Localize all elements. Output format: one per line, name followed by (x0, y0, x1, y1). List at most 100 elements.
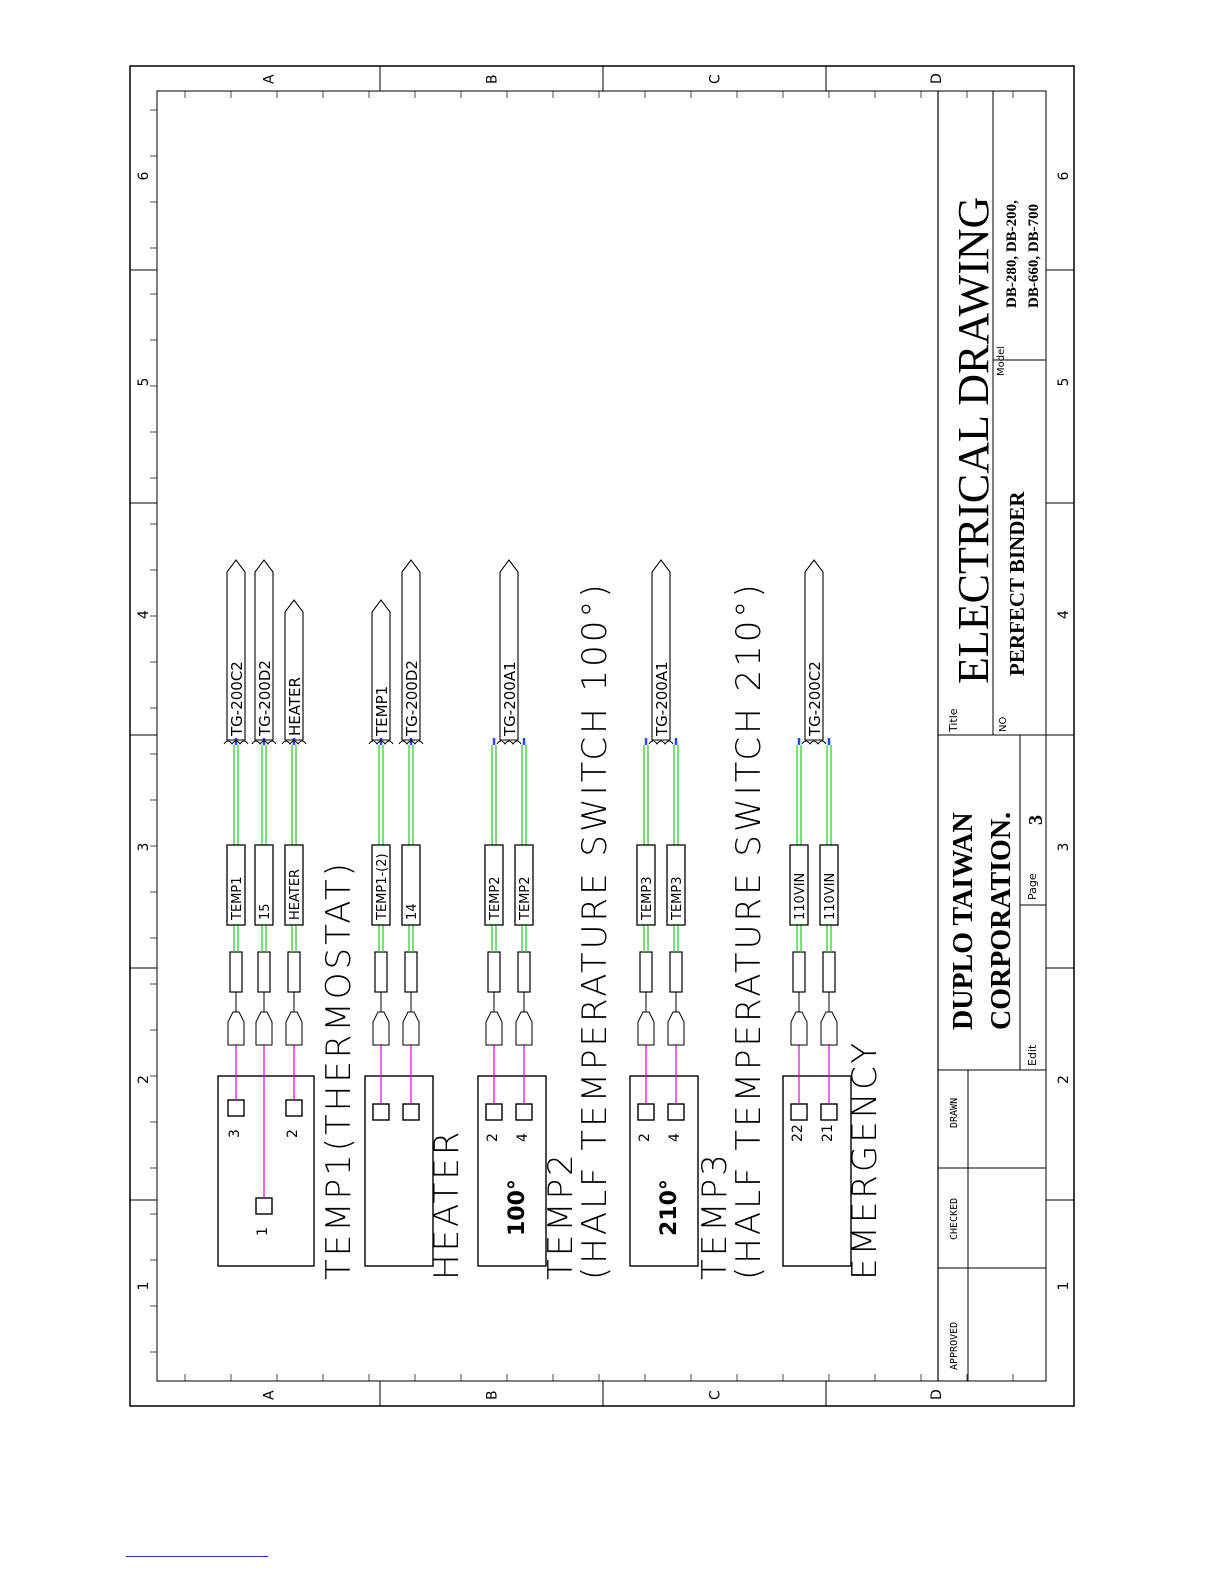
edit-label: Edit (1026, 1044, 1039, 1066)
page-label: Page (1026, 873, 1039, 900)
crimp-terminal (637, 1011, 655, 1046)
wire-label: 110VIN (823, 873, 838, 920)
destination-arrow (401, 559, 421, 741)
page-number: 3 (1025, 815, 1047, 825)
temperature-rating: 100° (505, 1179, 530, 1236)
crimp-terminal (515, 1011, 533, 1046)
zone-col-label: 3 (136, 843, 152, 852)
destination-label: TG-200D2 (256, 660, 274, 737)
pin-number: 3 (227, 1129, 243, 1138)
destination-arrow (651, 559, 671, 741)
pin-terminal (227, 1099, 245, 1117)
terminal-sleeve (404, 951, 418, 993)
wire-label-tag (636, 844, 656, 926)
no-label: NO (998, 717, 1009, 732)
connector-housing (217, 1075, 315, 1267)
pin-number: 2 (637, 1133, 653, 1142)
destination-base (648, 740, 674, 745)
zone-col-label: 5 (1056, 378, 1072, 387)
destination-label: HEATER (286, 677, 304, 736)
destination-label: TG-200A1 (653, 661, 671, 737)
wire-label-tag (666, 844, 686, 926)
zone-col-label: 1 (1056, 1282, 1072, 1291)
pin-terminal (402, 1103, 420, 1121)
destination-base (223, 740, 249, 745)
wire-label-tag (819, 844, 839, 926)
terminal-sleeve (374, 951, 388, 993)
wire-label-tag (226, 844, 246, 926)
crimp-terminal (227, 1011, 245, 1046)
crimp-terminal (372, 1011, 390, 1046)
pin-number: 2 (285, 1129, 301, 1138)
wire-label: TEMP1-(2) (375, 853, 390, 921)
zone-row-label: B (485, 1390, 501, 1400)
crimp-terminal (790, 1011, 808, 1046)
pin-number: 1 (255, 1227, 271, 1236)
zone-col-label: 5 (136, 378, 152, 387)
connector-housing (477, 1075, 547, 1267)
terminal-sleeve (257, 951, 271, 993)
wire-label: TEMP2 (518, 877, 533, 921)
wire-label-tag (254, 844, 274, 926)
destination-arrow (371, 599, 391, 741)
wire-label-tag (514, 844, 534, 926)
component-caption-detail: (HALF TEMPERATURE SWITCH 210°) (729, 581, 769, 1280)
destination-base (368, 740, 394, 745)
destination-arrow (284, 599, 304, 741)
terminal-sleeve (822, 951, 836, 993)
model-line-2: DB-660, DB-700 (1026, 204, 1042, 308)
component-caption: TEMP3 (695, 1151, 735, 1280)
wire-label: 15 (258, 903, 273, 920)
destination-arrow (804, 559, 824, 741)
pin-terminal (637, 1103, 655, 1121)
pin-number: 4 (667, 1133, 683, 1142)
pin-terminal (790, 1103, 808, 1121)
zone-col-label: 4 (1056, 610, 1072, 619)
terminal-sleeve (229, 951, 243, 993)
pin-terminal (372, 1103, 390, 1121)
pin-terminal (667, 1103, 685, 1121)
wire-label-tag (401, 844, 421, 926)
title-block: Title ELECTRICAL DRAWING NO PERFECT BIND… (937, 91, 1047, 1381)
destination-label: TG-200A1 (501, 661, 519, 737)
zone-ticks (130, 66, 1074, 1406)
destination-arrow (226, 559, 246, 741)
pin-number: 21 (820, 1124, 836, 1142)
model-line-1: DB-280, DB-200, (1004, 200, 1020, 308)
zone-col-label: 1 (136, 1282, 152, 1291)
wire-label: TEMP1 (230, 877, 245, 921)
approved-label: APPROVED (949, 1322, 960, 1370)
destination-label: TG-200C2 (806, 661, 824, 737)
zone-row-label: C (708, 74, 724, 84)
destination-base (281, 740, 307, 745)
pin-terminal (515, 1103, 533, 1121)
wire-label: TEMP2 (488, 877, 503, 921)
temperature-rating: 210° (657, 1179, 682, 1236)
destination-base (398, 740, 424, 745)
zone-row-label: C (708, 1390, 724, 1400)
pin-number: 22 (790, 1124, 806, 1142)
terminal-sleeve (287, 951, 301, 993)
wire-label: HEATER (288, 869, 303, 920)
wire-label-tag (284, 844, 304, 926)
drawing-title: ELECTRICAL DRAWING (949, 197, 998, 684)
pin-terminal (255, 1197, 273, 1215)
crimp-terminal (255, 1011, 273, 1046)
destination-base (251, 740, 277, 745)
component-caption: HEATER (427, 1128, 467, 1280)
crimp-terminal (402, 1011, 420, 1046)
crimp-terminal (820, 1011, 838, 1046)
zone-row-label: A (262, 74, 278, 84)
crimp-terminal (667, 1011, 685, 1046)
checked-label: CHECKED (949, 1198, 960, 1240)
connector-housing (782, 1075, 852, 1267)
zone-row-label: D (929, 73, 945, 84)
drawn-label: DRAWN (949, 1098, 960, 1128)
wire-label: 14 (405, 903, 420, 920)
zone-col-label: 6 (136, 172, 152, 181)
